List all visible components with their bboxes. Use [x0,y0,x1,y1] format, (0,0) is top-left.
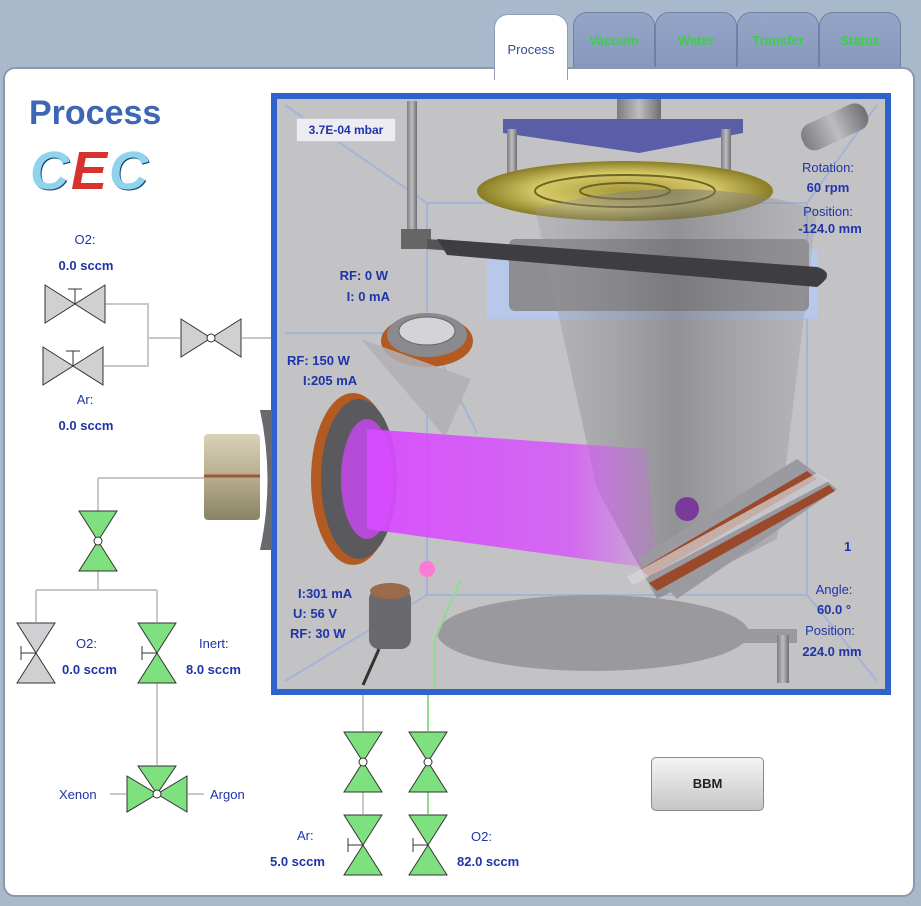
chamber-drawing [284,99,878,689]
cec-logo-e: E [71,141,110,201]
hand-valve-icon [408,814,448,876]
ar-bottom-label: Ar: [297,828,314,843]
ar-top-valve[interactable] [42,345,104,392]
hand-valve-icon [343,814,383,876]
ar-top-label: Ar: [76,392,94,407]
side-gun [204,410,272,550]
o2-top-value: 0.0 sccm [58,258,114,273]
ion-voltage: U: 56 V [293,606,338,621]
valve-open-icon [408,731,448,793]
argon-label: Argon [210,787,245,802]
rf-small-power: RF: 0 W [318,268,388,283]
side-gun-valve[interactable] [77,510,119,577]
ion-source-valve[interactable] [342,731,384,798]
ion-rf-power: RF: 30 W [290,626,346,641]
inert-valve[interactable] [136,622,178,689]
valve-open-icon [78,510,118,572]
ar-bottom-value: 5.0 sccm [270,854,325,869]
rf-large-current: I:205 mA [303,373,358,388]
o2-top-valve[interactable] [44,283,106,330]
valve-icon [180,318,242,358]
rotation-label: Rotation: [801,160,855,175]
ar-top-value: 0.0 sccm [58,418,114,433]
rf-small-current-text: I: 0 mA [346,289,390,304]
o2-bottom-value: 82.0 sccm [457,854,520,869]
position-bottom-value: 224.0 mm [802,644,862,659]
angle-value: 60.0 ° [816,602,852,617]
o2-left-valve[interactable] [15,622,57,689]
page-title: Process [29,94,162,132]
bbm-button[interactable]: BBM [651,757,764,811]
hand-valve-icon [44,284,106,324]
cec-logo-c2: C [109,141,151,201]
tab-vacuum[interactable]: Vacuum [573,12,655,70]
hand-valve-icon [42,346,104,386]
main-top-valve[interactable] [180,317,242,364]
inert-label: Inert: [199,636,229,651]
tab-status[interactable]: Status [819,12,901,70]
substrate-index: 1 [844,539,852,554]
position-top-label: Position: [803,204,853,219]
o2-left-label: O2: [76,636,97,651]
pressure-readout: 3.7E-04 mbar [296,118,396,142]
hand-valve-icon [137,622,177,684]
position-bottom-label: Position: [805,623,855,638]
rf-small-current: I: 0 mA [318,289,390,304]
rf-large-power: RF: 150 W [287,353,350,368]
cec-logo: CEC [30,140,150,202]
o2-top-label: O2: [74,232,96,247]
tab-transfer[interactable]: Transfer [737,12,819,70]
plasma-o2-valve[interactable] [407,731,449,798]
ar-bottom-valve[interactable] [342,814,384,881]
inert-value: 8.0 sccm [186,662,241,677]
o2-bottom-valve[interactable] [407,814,449,881]
rf-small-power-text: RF: 0 W [339,268,388,283]
process-chamber [271,93,891,695]
ion-current: I:301 mA [298,586,353,601]
position-top-value: -124.0 mm [798,221,862,236]
tab-water[interactable]: Water [655,12,737,70]
cec-logo-c1: C [30,141,71,201]
hand-valve-icon [16,622,56,684]
valve-open-icon [343,731,383,793]
xenon-label: Xenon [59,787,97,802]
tab-process[interactable]: Process [494,14,568,80]
three-way-valve-icon [126,765,188,813]
o2-left-value: 0.0 sccm [62,662,117,677]
xenon-argon-selector[interactable] [126,765,188,832]
angle-label: Angle: [815,582,853,597]
rotation-value: 60 rpm [806,180,850,195]
o2-bottom-label: O2: [471,829,492,844]
